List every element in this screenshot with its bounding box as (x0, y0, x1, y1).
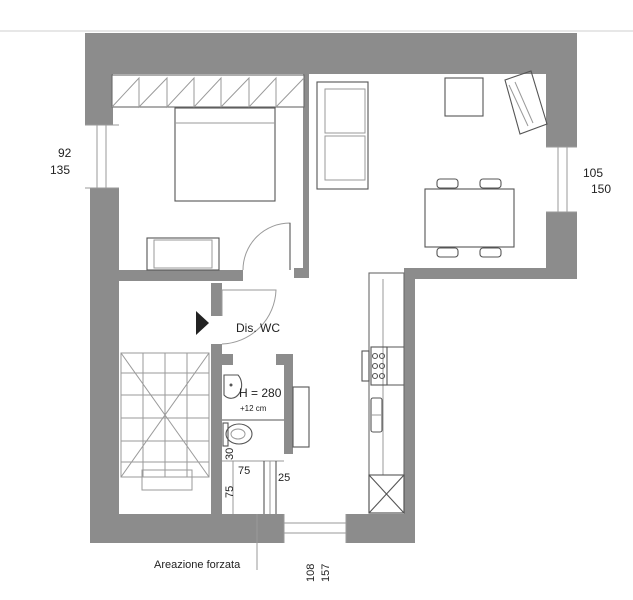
bathroom-door (221, 289, 277, 345)
sofa (316, 81, 369, 190)
ventilation-note: Areazione forzata (154, 559, 241, 571)
wardrobe (111, 74, 305, 109)
ceiling-height: H = 280 (239, 386, 282, 400)
window-bottom-width: 108 (305, 564, 317, 582)
stove-icon (361, 350, 386, 382)
bathroom-partition (222, 419, 284, 514)
window-right-width: 105 (583, 166, 603, 180)
tv-cabinet (504, 70, 548, 135)
window-left-height: 135 (50, 163, 70, 177)
bed (174, 107, 276, 202)
raised-floor-label: +12 cm (240, 404, 267, 413)
bench (146, 237, 220, 271)
window-left-width: 92 (58, 146, 72, 160)
room-label: Dis. WC (236, 321, 280, 335)
window-left (85, 124, 119, 189)
outer-walls (85, 33, 577, 543)
armchair (444, 77, 484, 117)
wall-cabinet (292, 386, 310, 448)
window-bottom-height: 157 (320, 564, 332, 582)
window-right-height: 150 (591, 182, 611, 196)
washbasin-icon (223, 374, 243, 399)
fridge-icon (368, 474, 405, 514)
window-right (546, 146, 577, 213)
window-bottom (283, 514, 347, 543)
dining-table (424, 178, 515, 258)
toilet-icon (222, 422, 253, 447)
kitchen-counter (368, 272, 405, 514)
dimension-25: 25 (278, 472, 290, 484)
bedroom-door (242, 222, 291, 271)
dimension-30: 30 (224, 448, 236, 460)
kitchen-sink-icon (370, 397, 383, 433)
interior-walls (119, 74, 309, 514)
bathtub (141, 469, 193, 491)
dimension-75-horizontal: 75 (238, 465, 250, 477)
direction-arrow-icon (196, 311, 209, 335)
dimension-75-vertical: 75 (224, 486, 236, 498)
shower-tiles (120, 352, 210, 478)
